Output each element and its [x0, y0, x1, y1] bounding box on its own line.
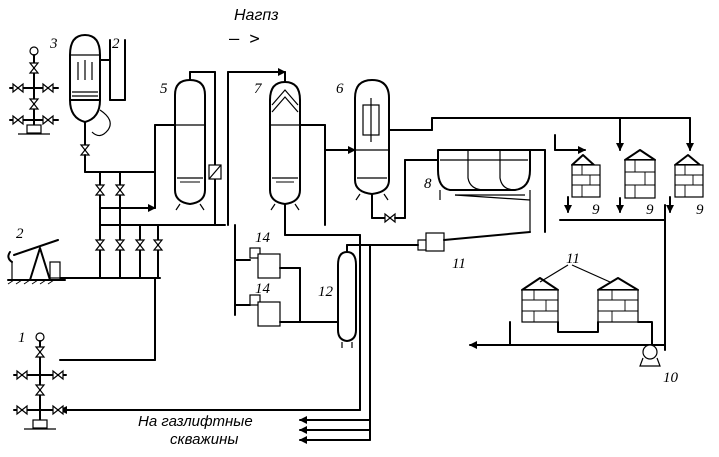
pump-jack-2	[7, 239, 66, 285]
valve-manifold	[59, 154, 226, 279]
column-7	[227, 68, 361, 236]
tank-9-a	[554, 134, 601, 213]
tank-9-c	[666, 117, 704, 213]
wellhead-3	[9, 46, 59, 135]
label-9-b: 9	[646, 202, 654, 218]
label-9-a: 9	[592, 202, 600, 218]
label-5: 5	[160, 81, 168, 97]
label-7: 7	[254, 81, 263, 97]
label-2: 2	[16, 226, 24, 242]
tank-9-b	[616, 117, 656, 213]
label-9-c: 9	[696, 202, 704, 218]
pump-10	[639, 344, 661, 367]
top-direction-arrow: — >	[229, 29, 260, 49]
label-3: 3	[49, 36, 58, 52]
label-4: 2	[112, 36, 120, 52]
settler-8	[404, 149, 546, 233]
wellhead-1	[13, 332, 67, 430]
gaslift-label-line2: скважины	[170, 431, 238, 448]
column-5	[154, 71, 222, 226]
label-10: 10	[663, 370, 679, 386]
unit-12	[359, 231, 531, 252]
gaslift-distribution-lines	[59, 234, 371, 444]
label-12: 11	[452, 256, 466, 272]
separator-6	[324, 79, 691, 223]
units-14	[234, 224, 339, 327]
storage-tanks-11	[469, 264, 666, 349]
label-13: 12	[318, 284, 334, 300]
label-11: 11	[566, 251, 580, 267]
gaslift-label-line1: На газлифтные	[138, 413, 253, 430]
separator-4	[69, 34, 126, 156]
label-8: 8	[424, 176, 432, 192]
top-destination-label: Нагпз	[234, 7, 279, 24]
label-1: 1	[18, 330, 26, 346]
label-14-a: 14	[255, 230, 271, 246]
label-14-b: 14	[255, 281, 271, 297]
vessel-13	[337, 244, 371, 348]
label-6: 6	[336, 81, 344, 97]
